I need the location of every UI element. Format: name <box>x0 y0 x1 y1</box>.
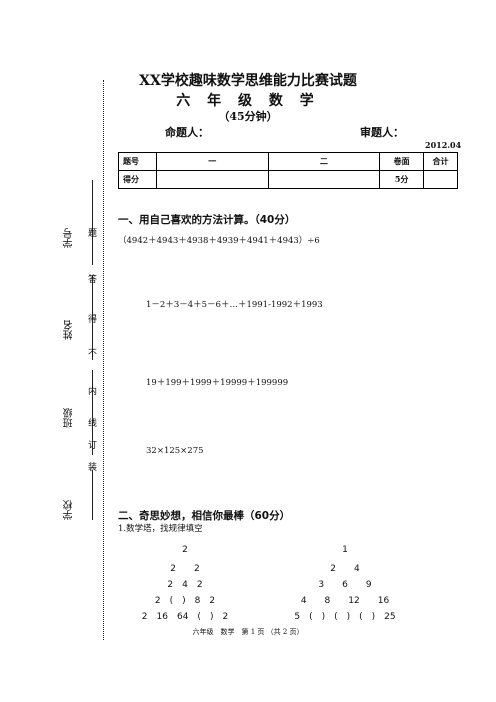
pyramid-row: 5 ( ) ( ) ( ) 25 <box>294 612 396 622</box>
field-student-id-label: 学号 <box>64 228 75 248</box>
right-number-pyramid: 1 2 4 3 6 9 4 8 12 16 5 ( ) ( ) ( ) 25 <box>280 545 410 625</box>
left-number-pyramid: 2 2 2 2 4 2 2 ( ) 8 2 2 16 64 ( ) 2 <box>130 545 240 625</box>
binding-mark: 内 <box>88 387 98 397</box>
binding-mark: 装 <box>88 463 98 473</box>
score-table-header-row: 题号 一 二 卷面 合计 <box>118 152 458 171</box>
setter-label: 命题人： <box>165 126 209 139</box>
binding-mark: 题 <box>88 229 98 239</box>
pyramid-row: 2 ( ) 8 2 <box>154 596 216 606</box>
score-cell: 二 <box>267 152 381 171</box>
pyramid-row: 2 16 64 ( ) 2 <box>141 612 229 622</box>
pyramid-row: 2 4 <box>330 564 360 574</box>
duration: （45分钟） <box>218 110 278 123</box>
pyramid-row: 1 <box>342 545 348 555</box>
binding-mark: 答 <box>88 275 98 285</box>
grade-subject: 六 年 级 数 学 <box>176 93 320 109</box>
reviewer-label: 审题人： <box>360 126 404 139</box>
score-input-cell[interactable] <box>423 170 458 189</box>
binding-mark: 得 <box>88 315 98 325</box>
field-student-id-line <box>92 180 93 265</box>
score-table-score-row: 得分 5分 <box>118 170 458 189</box>
score-cell: 一 <box>155 152 269 171</box>
question-1-4: 32×125×275 <box>146 446 204 456</box>
score-input-cell[interactable] <box>267 170 381 189</box>
score-cell: 合计 <box>423 152 458 171</box>
binding-dotted-line <box>103 80 104 640</box>
section-2-title: 二、奇思妙想，相信你最棒（60分） <box>118 510 291 522</box>
question-1-2: 1－2＋3－4＋5－6＋…＋1991-1992＋1993 <box>146 300 323 310</box>
binding-mark: 订 <box>88 441 98 451</box>
field-name-label: 姓名 <box>64 320 75 340</box>
question-1-3: 19＋199＋1999＋19999＋199999 <box>146 378 289 388</box>
section-1-title: 一、用自己喜欢的方法计算。（40分） <box>118 214 296 226</box>
field-school-label: 学校 <box>64 500 75 520</box>
binding-mark: 线 <box>88 419 98 429</box>
score-cell: 5分 <box>379 170 425 189</box>
page-footer: 六年级 数学 第 1 页 （共 2 页） <box>192 628 304 636</box>
pyramid-row: 2 <box>182 545 188 555</box>
pyramid-row: 2 2 <box>170 564 200 574</box>
pyramid-row: 3 6 9 <box>318 580 372 590</box>
question-1-1: （4942＋4943＋4938＋4939＋4941＋4943）÷6 <box>118 236 320 246</box>
exam-title: XX学校趣味数学思维能力比赛试题 <box>139 73 357 89</box>
exam-date: 2012.04 <box>425 140 462 150</box>
score-cell: 题号 <box>118 152 157 171</box>
pyramid-row: 4 8 12 16 <box>300 596 390 606</box>
question-2-1: 1.数学塔，找规律填空 <box>118 524 203 534</box>
score-cell: 得分 <box>118 170 157 189</box>
field-class-label: 班级 <box>64 408 75 428</box>
binding-mark: 不 <box>88 349 98 359</box>
score-cell: 卷面 <box>379 152 425 171</box>
pyramid-row: 2 4 2 <box>167 580 203 590</box>
field-class-line <box>92 370 93 455</box>
field-name-line <box>92 275 93 360</box>
score-input-cell[interactable] <box>155 170 269 189</box>
score-table: 题号 一 二 卷面 合计 得分 5分 <box>118 152 458 189</box>
field-school-line <box>92 470 93 520</box>
